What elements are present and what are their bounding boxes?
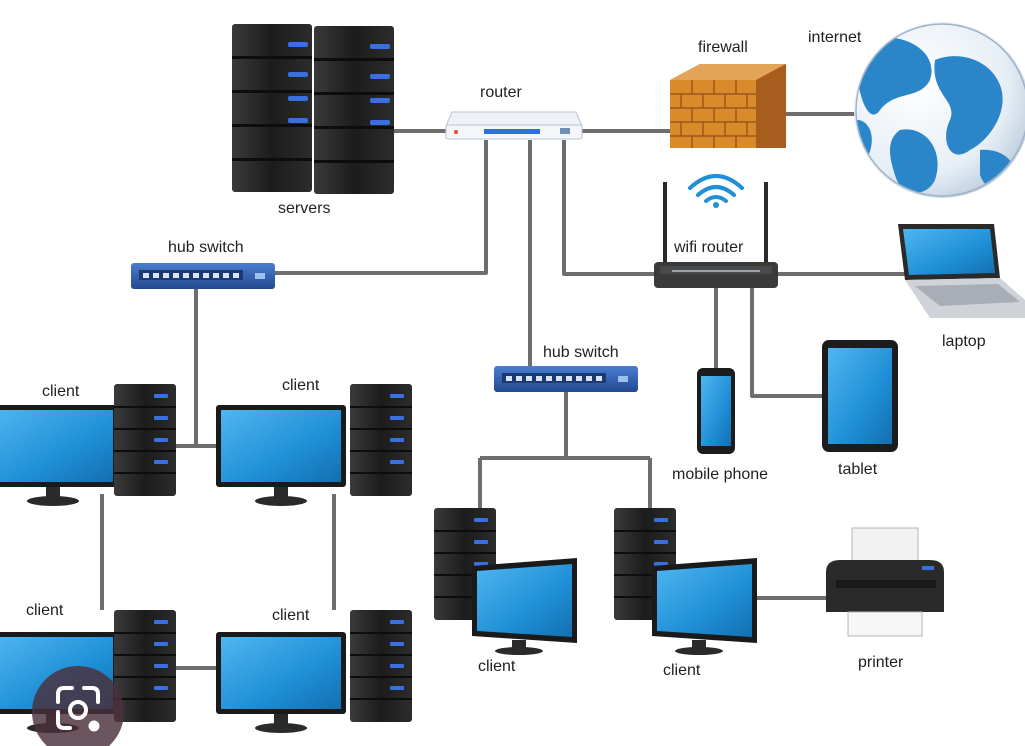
lens-camera-icon bbox=[56, 686, 100, 732]
printer: printer bbox=[826, 527, 944, 671]
servers-label: servers bbox=[278, 200, 330, 217]
network-cables bbox=[100, 112, 905, 670]
monitor-icon bbox=[0, 405, 118, 506]
laptop-label: laptop bbox=[942, 333, 986, 350]
hub-switch-center-label: hub switch bbox=[543, 344, 619, 361]
desktop-tower-icon bbox=[114, 384, 176, 496]
monitor-icon bbox=[472, 558, 577, 655]
client-label: client bbox=[478, 658, 516, 675]
internet-label: internet bbox=[808, 29, 862, 46]
router: router bbox=[445, 84, 583, 140]
monitor-icon bbox=[216, 405, 346, 506]
wifi-signal-icon bbox=[688, 174, 744, 203]
client-label: client bbox=[282, 377, 320, 394]
wifi-router: wifi router bbox=[654, 174, 778, 288]
router-label: router bbox=[480, 84, 522, 101]
switch-icon bbox=[131, 263, 275, 289]
client-top-left: client bbox=[0, 383, 176, 506]
monitor-icon bbox=[216, 632, 346, 733]
lens-camera-button[interactable] bbox=[32, 666, 124, 746]
mobile-phone-label: mobile phone bbox=[672, 466, 768, 483]
server-rack-icon bbox=[314, 26, 394, 194]
server-rack-icon bbox=[232, 24, 312, 192]
firewall-label: firewall bbox=[698, 39, 748, 56]
printer-label: printer bbox=[858, 654, 904, 671]
hub-switch-center: hub switch bbox=[494, 344, 638, 392]
client-center-left: client bbox=[434, 508, 577, 675]
client-label: client bbox=[26, 602, 64, 619]
laptop: laptop bbox=[898, 224, 1025, 350]
client-bottom-right: client bbox=[216, 607, 412, 733]
servers-group: servers bbox=[232, 24, 394, 217]
hub-switch-left-label: hub switch bbox=[168, 239, 244, 256]
client-label: client bbox=[42, 383, 80, 400]
internet-globe: internet bbox=[808, 22, 1025, 198]
hub-switch-left: hub switch bbox=[131, 239, 275, 289]
monitor-icon bbox=[652, 558, 757, 655]
mobile-phone: mobile phone bbox=[672, 368, 768, 483]
tablet-label: tablet bbox=[838, 461, 878, 478]
desktop-tower-icon bbox=[350, 610, 412, 722]
switch-icon bbox=[494, 366, 638, 392]
firewall: firewall bbox=[670, 39, 786, 148]
client-label: client bbox=[272, 607, 310, 624]
wifi-router-label: wifi router bbox=[673, 239, 744, 256]
desktop-tower-icon bbox=[350, 384, 412, 496]
client-bottom-left: client bbox=[0, 602, 176, 733]
client-top-right: client bbox=[216, 377, 412, 506]
client-center-right: client bbox=[614, 508, 757, 679]
client-label: client bbox=[663, 662, 701, 679]
tablet: tablet bbox=[822, 340, 898, 478]
